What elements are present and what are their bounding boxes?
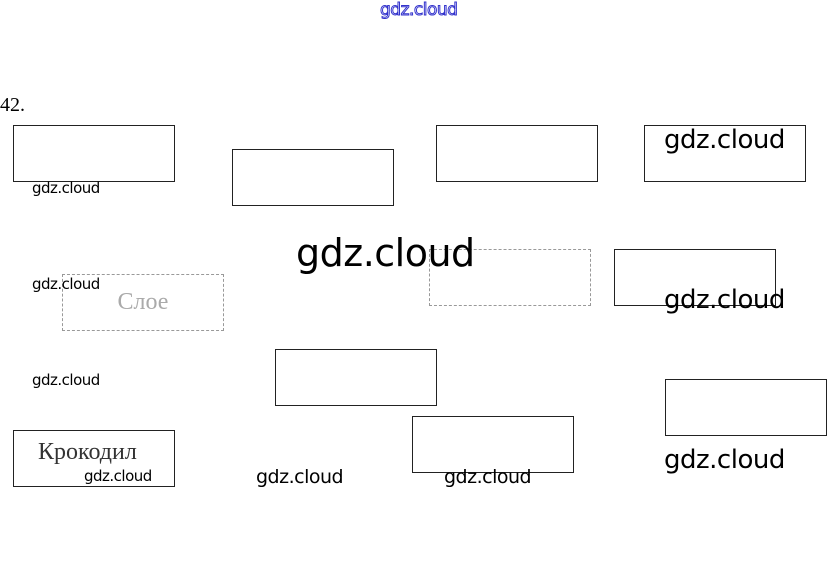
answer-box-3 — [436, 125, 598, 182]
answer-box-4 — [644, 125, 806, 182]
answer-box-1 — [13, 125, 175, 182]
exercise-number: 42. — [0, 94, 25, 116]
answer-box-10: Крокодил — [13, 430, 175, 487]
answer-box-8 — [275, 349, 437, 406]
watermark: gdz.cloud — [32, 371, 100, 389]
answer-box-11 — [412, 416, 574, 473]
answer-box-6 — [429, 249, 591, 306]
watermark: gdz.cloud — [444, 466, 532, 488]
answer-box-9 — [665, 379, 827, 436]
header-watermark: gdz.cloud — [379, 0, 458, 21]
watermark: gdz.cloud — [664, 445, 785, 475]
answer-box-5: Слое — [62, 274, 224, 331]
answer-box-2 — [232, 149, 394, 206]
watermark: gdz.cloud — [664, 285, 785, 315]
watermark: gdz.cloud — [32, 179, 100, 197]
watermark: gdz.cloud — [664, 125, 785, 155]
watermark: gdz.cloud — [32, 275, 100, 293]
watermark: gdz.cloud — [256, 466, 344, 488]
watermark: gdz.cloud — [296, 231, 475, 275]
answer-box-7 — [614, 249, 776, 306]
watermark: gdz.cloud — [84, 467, 152, 485]
